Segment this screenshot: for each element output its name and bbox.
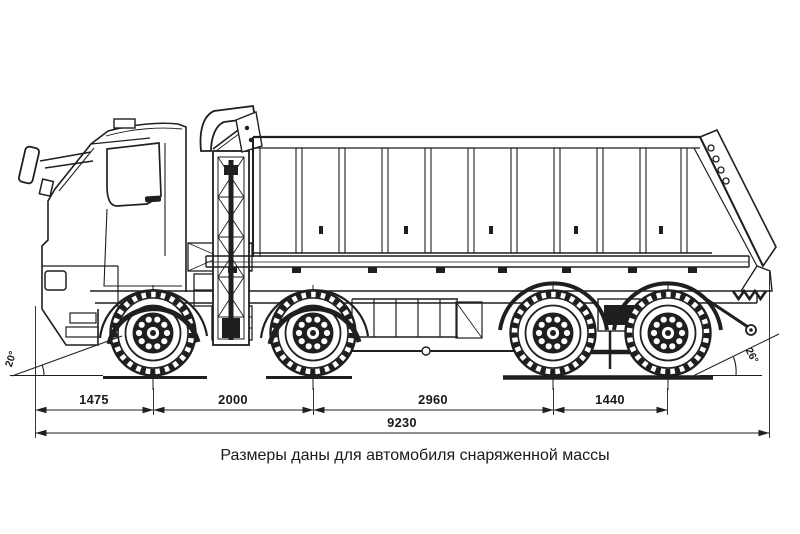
cab-protection-canopy — [199, 104, 263, 153]
wheel-3 — [511, 285, 596, 390]
dim-segment-4-label: 1440 — [595, 392, 625, 407]
roof-intake — [113, 118, 136, 129]
angle-front-label: 20° — [3, 350, 19, 369]
door-handle — [144, 195, 162, 203]
bumper-steps — [41, 265, 119, 346]
angle-rear-label: 26° — [743, 346, 761, 366]
caption-text: Размеры даны для автомобиля снаряженной … — [220, 447, 609, 464]
windshield-edge — [58, 147, 95, 192]
dim-overall-label: 9230 — [387, 415, 417, 430]
dimension-arrows — [35, 406, 770, 437]
fenders-group — [98, 281, 723, 345]
body-ribs — [295, 147, 688, 254]
dump-body-group — [205, 128, 777, 302]
headlight — [44, 270, 67, 291]
side-mirror — [18, 145, 94, 198]
dim-segment-2-label: 2000 — [218, 392, 248, 407]
front-approach-angle: 20° — [3, 335, 123, 377]
sun-visor — [90, 137, 151, 145]
subframe — [205, 255, 750, 273]
dim-segment-3-label: 2960 — [418, 392, 448, 407]
dim-segment-1-label: 1475 — [79, 392, 109, 407]
lift-mast-group — [199, 104, 263, 346]
dimension-layer: 1475 2000 2960 1440 9230 — [35, 272, 770, 438]
cab-group — [18, 118, 253, 346]
rear-chute-teeth — [731, 288, 768, 302]
rear-gate — [693, 128, 777, 302]
panel-latches — [319, 226, 663, 234]
